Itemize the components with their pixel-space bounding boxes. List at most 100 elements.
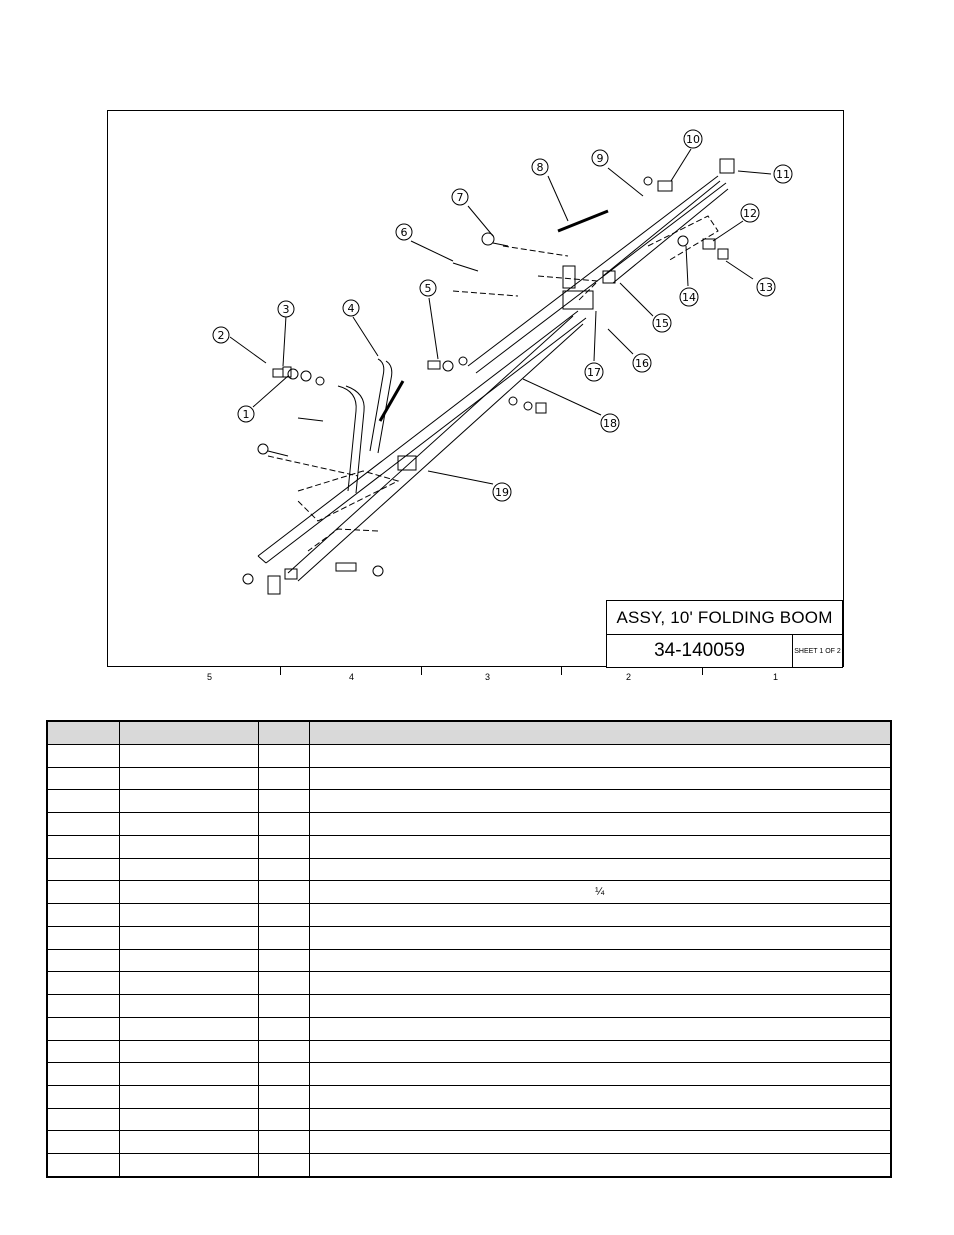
header-cell <box>118 720 259 745</box>
table-cell <box>257 857 310 882</box>
table-cell <box>308 1085 892 1109</box>
table-cell <box>46 789 120 814</box>
leader-lines <box>229 148 772 485</box>
table-row <box>46 766 892 791</box>
table-row <box>46 1039 892 1064</box>
table-cell <box>308 1039 892 1064</box>
spring-lower <box>378 380 405 422</box>
table-cell <box>118 1085 259 1109</box>
table-cell <box>257 1153 310 1178</box>
table-cell <box>46 994 120 1018</box>
balloon-7: 7 <box>457 191 464 204</box>
table-row <box>46 812 892 836</box>
table-cell <box>118 766 259 791</box>
table-cell <box>308 948 892 973</box>
parts-table: ¼ <box>46 720 892 1178</box>
handle-tube <box>337 385 365 494</box>
balloon-8: 8 <box>537 161 544 174</box>
balloon-6: 6 <box>401 226 408 239</box>
main-boom-tube <box>257 310 587 564</box>
balloon-16: 16 <box>635 357 649 370</box>
table-cell <box>46 1107 120 1132</box>
table-cell <box>118 880 259 905</box>
table-cell <box>257 1107 310 1132</box>
table-cell <box>118 971 259 996</box>
upper-boom-tube <box>467 175 727 374</box>
small-parts <box>242 158 735 595</box>
table-row <box>46 971 892 996</box>
table-cell <box>257 948 310 973</box>
table-cell <box>257 834 310 859</box>
table-cell <box>46 857 120 882</box>
title-block-sheet: SHEET 1 OF 2 <box>792 634 843 668</box>
drawing-frame: 1 2 3 4 5 6 7 8 9 10 11 12 13 14 15 16 1… <box>107 110 844 668</box>
table-cell <box>308 1107 892 1132</box>
table-cell <box>257 766 310 791</box>
table-cell <box>46 834 120 859</box>
header-cell <box>257 720 310 745</box>
table-row: ¼ <box>46 880 892 905</box>
table-cell <box>308 971 892 996</box>
table-cell <box>46 880 120 905</box>
table-cell <box>46 766 120 791</box>
balloon-18: 18 <box>603 417 617 430</box>
table-row <box>46 994 892 1018</box>
balloon-4: 4 <box>348 302 355 315</box>
zone-label: 2 <box>626 672 632 682</box>
zone-label: 5 <box>207 672 213 682</box>
title-block-title: ASSY, 10' FOLDING BOOM <box>606 600 843 635</box>
table-cell <box>46 744 120 768</box>
table-cell <box>118 1107 259 1132</box>
table-cell <box>46 1016 120 1041</box>
table-cell <box>118 744 259 768</box>
table-cell <box>257 744 310 768</box>
table-cell <box>257 994 310 1018</box>
exploded-assembly-drawing: 1 2 3 4 5 6 7 8 9 10 11 12 13 14 15 16 1… <box>212 129 793 595</box>
table-cell <box>308 766 892 791</box>
table-row <box>46 1107 892 1132</box>
balloon-9: 9 <box>597 152 604 165</box>
table-cell <box>118 834 259 859</box>
table-row <box>46 1016 892 1041</box>
balloon-5: 5 <box>425 282 432 295</box>
table-cell <box>118 857 259 882</box>
table-cell <box>46 1062 120 1087</box>
table-cell <box>308 812 892 836</box>
table-cell <box>308 1130 892 1155</box>
table-cell <box>308 1062 892 1087</box>
table-cell <box>308 744 892 768</box>
table-cell: ¼ <box>308 880 892 905</box>
table-cell <box>257 880 310 905</box>
table-cell <box>257 925 310 950</box>
balloon-3: 3 <box>283 303 290 316</box>
table-cell <box>118 812 259 836</box>
table-cell <box>308 834 892 859</box>
zone-label: 1 <box>773 672 779 682</box>
table-cell <box>257 1085 310 1109</box>
table-cell <box>46 1039 120 1064</box>
table-cell <box>46 971 120 996</box>
table-cell <box>308 925 892 950</box>
balloon-12: 12 <box>743 207 757 220</box>
table-cell <box>46 1130 120 1155</box>
parts-table-header <box>46 720 892 745</box>
table-cell <box>118 1039 259 1064</box>
balloon-14: 14 <box>682 291 696 304</box>
table-row <box>46 834 892 859</box>
table-cell <box>308 789 892 814</box>
zone-tick <box>561 667 562 675</box>
table-cell <box>46 903 120 927</box>
zone-tick <box>280 667 281 675</box>
table-cell <box>118 925 259 950</box>
table-cell <box>118 1016 259 1041</box>
zone-label: 4 <box>349 672 355 682</box>
table-cell <box>257 789 310 814</box>
balloon-17: 17 <box>587 366 601 379</box>
table-cell <box>118 1062 259 1087</box>
table-row <box>46 948 892 973</box>
title-block-part-number: 34-140059 <box>606 634 793 668</box>
table-row <box>46 857 892 882</box>
balloon-10: 10 <box>686 133 700 146</box>
header-cell <box>308 720 892 745</box>
table-cell <box>257 812 310 836</box>
